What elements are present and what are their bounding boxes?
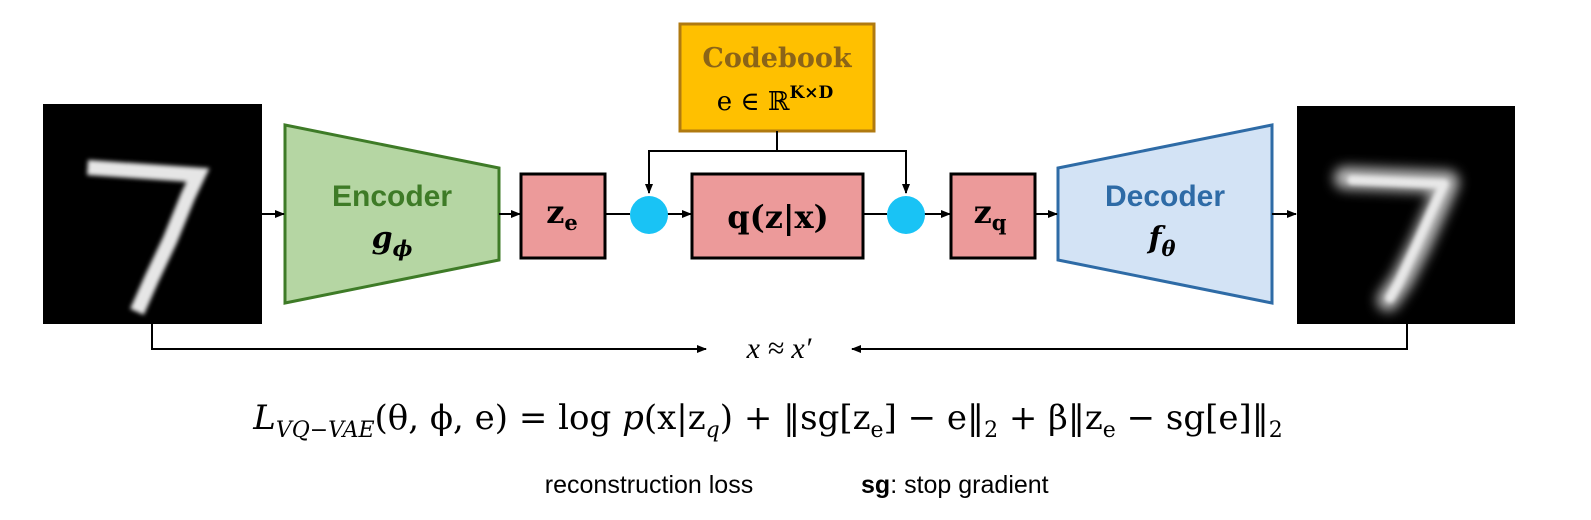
encoder-title: Encoder — [332, 180, 452, 213]
loss-term1-p: p — [622, 398, 644, 438]
loss-term2-norm: 2 — [984, 418, 998, 443]
loss-term2-rest: ] − e‖ — [884, 398, 985, 438]
junction-dot-right — [887, 196, 925, 234]
loss-term3-start: + β‖z — [998, 398, 1103, 438]
loss-equation: LVQ−VAE(θ, ϕ, e) = log p(x|zq) + ‖sg[ze]… — [252, 398, 1283, 443]
loss-term3-rest: − sg[e]‖ — [1116, 398, 1269, 438]
latent-ze-symbol: z — [546, 193, 564, 231]
loss-lhs: L — [252, 398, 276, 438]
note-reconstruction-loss: reconstruction loss — [545, 471, 753, 499]
loss-term1-close: ) + ‖sg[z — [720, 398, 871, 438]
note-stop-gradient: sg: stop gradient — [861, 471, 1049, 499]
input-digit-image — [43, 104, 262, 324]
decoder-block: Decoder fθ — [1056, 123, 1274, 305]
loss-term2-sub: e — [871, 418, 884, 443]
loss-term1-arg: (x|z — [644, 398, 706, 438]
output-digit-image — [1297, 106, 1515, 324]
latent-zq-sub: q — [992, 210, 1007, 235]
codebook-formula-exp: K×D — [790, 83, 834, 103]
decoder-title: Decoder — [1105, 180, 1225, 213]
quantizer-box: q(z|x) — [690, 172, 865, 260]
latent-zq-box: zq — [949, 172, 1037, 260]
latent-ze-sub: e — [564, 210, 577, 235]
latent-ze-box: ze — [519, 172, 607, 260]
latent-zq-symbol: z — [974, 193, 992, 231]
encoder-symbol-main: g — [372, 221, 393, 256]
loss-term3-sub: e — [1103, 418, 1116, 443]
arrow-output-to-approx — [851, 324, 1408, 353]
latent-zq-label: zq — [974, 193, 1007, 235]
codebook-branch-right — [777, 150, 910, 194]
codebook-title: Codebook — [702, 43, 852, 74]
encoder-symbol-sub: ϕ — [393, 236, 413, 261]
loss-term1-log: log — [558, 398, 622, 438]
codebook-formula: e ∈ ℝK×D — [717, 83, 834, 117]
loss-lhs-args: (θ, ϕ, e) = — [375, 398, 559, 438]
codebook-box: Codebook e ∈ ℝK×D — [678, 22, 876, 133]
note-sg-desc: : stop gradient — [890, 471, 1048, 499]
codebook-branch-left — [645, 131, 778, 194]
approx-label: x ≈ x′ — [746, 332, 812, 365]
encoder-block: Encoder gϕ — [283, 123, 501, 305]
decoder-symbol-sub: θ — [1161, 236, 1175, 261]
codebook-formula-base: e ∈ ℝ — [717, 87, 790, 117]
junction-dot-left — [630, 196, 668, 234]
loss-term1-sub: q — [706, 418, 720, 443]
latent-ze-label: ze — [546, 193, 578, 235]
quantizer-label: q(z|x) — [727, 198, 829, 236]
loss-term3-norm: 2 — [1269, 418, 1283, 443]
encoder-symbol: gϕ — [372, 221, 413, 261]
note-sg-abbr: sg — [861, 471, 890, 499]
connectors — [151, 131, 1408, 353]
arrow-input-to-approx — [151, 324, 707, 353]
loss-lhs-sub: VQ−VAE — [276, 418, 375, 443]
